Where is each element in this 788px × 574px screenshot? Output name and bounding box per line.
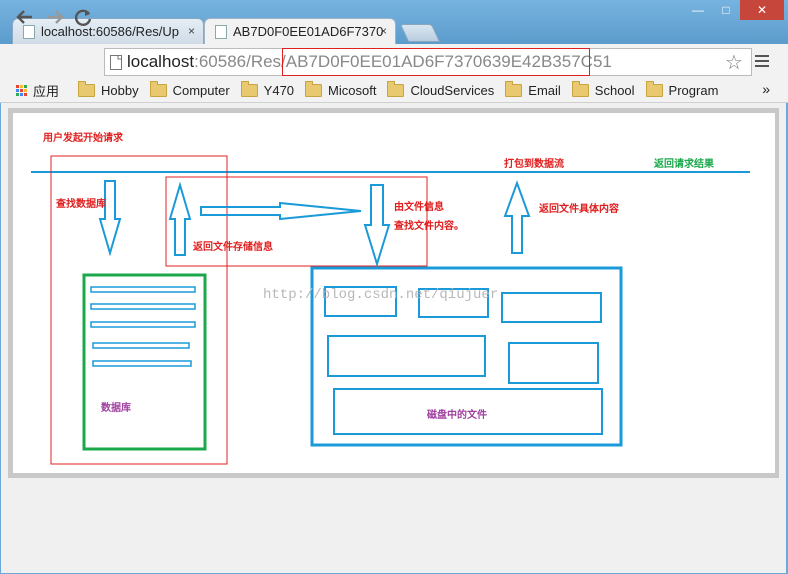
watermark: http://blog.csdn.net/qiujuer	[263, 287, 499, 303]
disk-file	[418, 288, 489, 318]
bookmark-label: 应用	[33, 83, 60, 99]
url-id: AB7D0F0EE01AD6F7370639E42B357C51	[285, 52, 612, 71]
forward-button[interactable]	[44, 6, 66, 28]
url-text: localhost:60586/Res/AB7D0F0EE01AD6F73706…	[127, 52, 612, 72]
page-icon	[215, 25, 227, 39]
disk-file	[508, 342, 599, 384]
tab-ab7d0f[interactable]: AB7D0F0EE01AD6F7370 ×	[204, 18, 396, 44]
bookmark-school[interactable]: School	[571, 80, 635, 98]
maximize-button[interactable]: □	[722, 3, 730, 17]
minimize-button[interactable]: —	[692, 3, 704, 17]
tab-title: localhost:60586/Res/Up	[41, 24, 180, 39]
reload-icon	[74, 9, 92, 26]
folder-icon	[645, 80, 663, 97]
forward-arrow-icon	[48, 10, 64, 24]
db-record	[90, 286, 196, 293]
label-find-content: 查找文件内容。	[394, 221, 464, 232]
bookmark-label: Y470	[263, 82, 295, 98]
bookmarks-more-icon[interactable]: »	[762, 81, 770, 97]
bookmark-label: Micosoft	[328, 82, 377, 98]
bookmark-label: Computer	[172, 82, 230, 98]
bookmark-apps[interactable]: 应用	[0, 81, 59, 100]
down-arrow-icon	[363, 184, 391, 268]
bookmark-program[interactable]: Program	[645, 80, 719, 98]
db-record	[90, 303, 196, 310]
database-box	[82, 273, 207, 451]
bookmark-cloudservices[interactable]: CloudServices	[387, 80, 495, 98]
bookmark-label: School	[594, 82, 635, 98]
label-pack-stream: 打包到数据流	[504, 159, 564, 170]
bookmark-label: Program	[668, 82, 719, 98]
page-icon	[23, 25, 35, 39]
folder-icon	[78, 80, 96, 97]
label-file-info: 由文件信息	[394, 202, 444, 213]
bookmark-star-icon[interactable]: ☆	[725, 52, 743, 74]
request-flow-diagram	[31, 155, 750, 465]
disk-file	[324, 286, 397, 317]
back-arrow-icon	[16, 10, 32, 24]
label-return-content: 返回文件具体内容	[539, 204, 619, 215]
bookmark-email[interactable]: Email	[505, 80, 561, 98]
folder-icon	[149, 80, 167, 97]
tab-title: AB7D0F0EE01AD6F7370	[233, 24, 384, 39]
up-arrow-icon	[168, 181, 192, 256]
bookmark-label: Email	[528, 82, 561, 98]
bookmark-label: Hobby	[101, 82, 139, 98]
label-find-db: 查找数据库	[56, 199, 106, 210]
disk-file	[327, 335, 486, 377]
apps-icon	[16, 84, 27, 96]
db-highlight-box	[50, 155, 228, 465]
label-return-result: 返回请求结果	[654, 159, 714, 170]
folder-icon	[387, 80, 405, 97]
back-button[interactable]	[14, 6, 36, 28]
disk-file	[333, 388, 603, 435]
close-window-button[interactable]: ✕	[740, 0, 784, 20]
label-database: 数据库	[101, 403, 131, 414]
bookmark-micosoft[interactable]: Micosoft	[305, 80, 377, 98]
reload-button[interactable]	[72, 6, 94, 28]
bookmark-computer[interactable]: Computer	[149, 80, 230, 98]
page-icon	[110, 55, 122, 70]
folder-icon	[505, 80, 523, 97]
close-icon[interactable]: ×	[187, 24, 195, 38]
bookmark-y470[interactable]: Y470	[240, 80, 295, 98]
folder-icon	[305, 80, 323, 97]
label-return-storage: 返回文件存储信息	[193, 242, 273, 253]
close-icon[interactable]: ×	[379, 24, 387, 38]
disk-file	[501, 292, 602, 323]
down-arrow-icon	[98, 180, 122, 257]
db-record	[90, 321, 196, 328]
folder-icon	[240, 80, 258, 97]
url-host: localhost	[127, 52, 195, 71]
menu-icon[interactable]	[755, 52, 769, 70]
url-highlight-box	[282, 48, 590, 76]
bookmark-hobby[interactable]: Hobby	[78, 80, 139, 98]
url-path: :60586/Res/	[194, 52, 286, 71]
right-arrow-icon	[200, 201, 362, 221]
bookmark-label: CloudServices	[410, 82, 495, 98]
db-record	[92, 342, 190, 349]
label-start: 用户发起开始请求	[43, 133, 123, 144]
disk-box	[310, 266, 623, 447]
tab-localhost[interactable]: localhost:60586/Res/Up ×	[12, 18, 204, 44]
transfer-highlight-box	[165, 176, 428, 267]
diagram-page: 用户发起开始请求 查找数据库 返回文件存储信息 由文件信息 查找文件内容。 打包…	[13, 113, 775, 473]
label-disk-files: 磁盘中的文件	[427, 410, 487, 421]
up-arrow-icon	[503, 180, 531, 254]
db-record	[92, 360, 192, 367]
bookmarks-bar: 应用 Hobby Computer Y470 Micosoft CloudSer…	[0, 78, 788, 103]
folder-icon	[571, 80, 589, 97]
